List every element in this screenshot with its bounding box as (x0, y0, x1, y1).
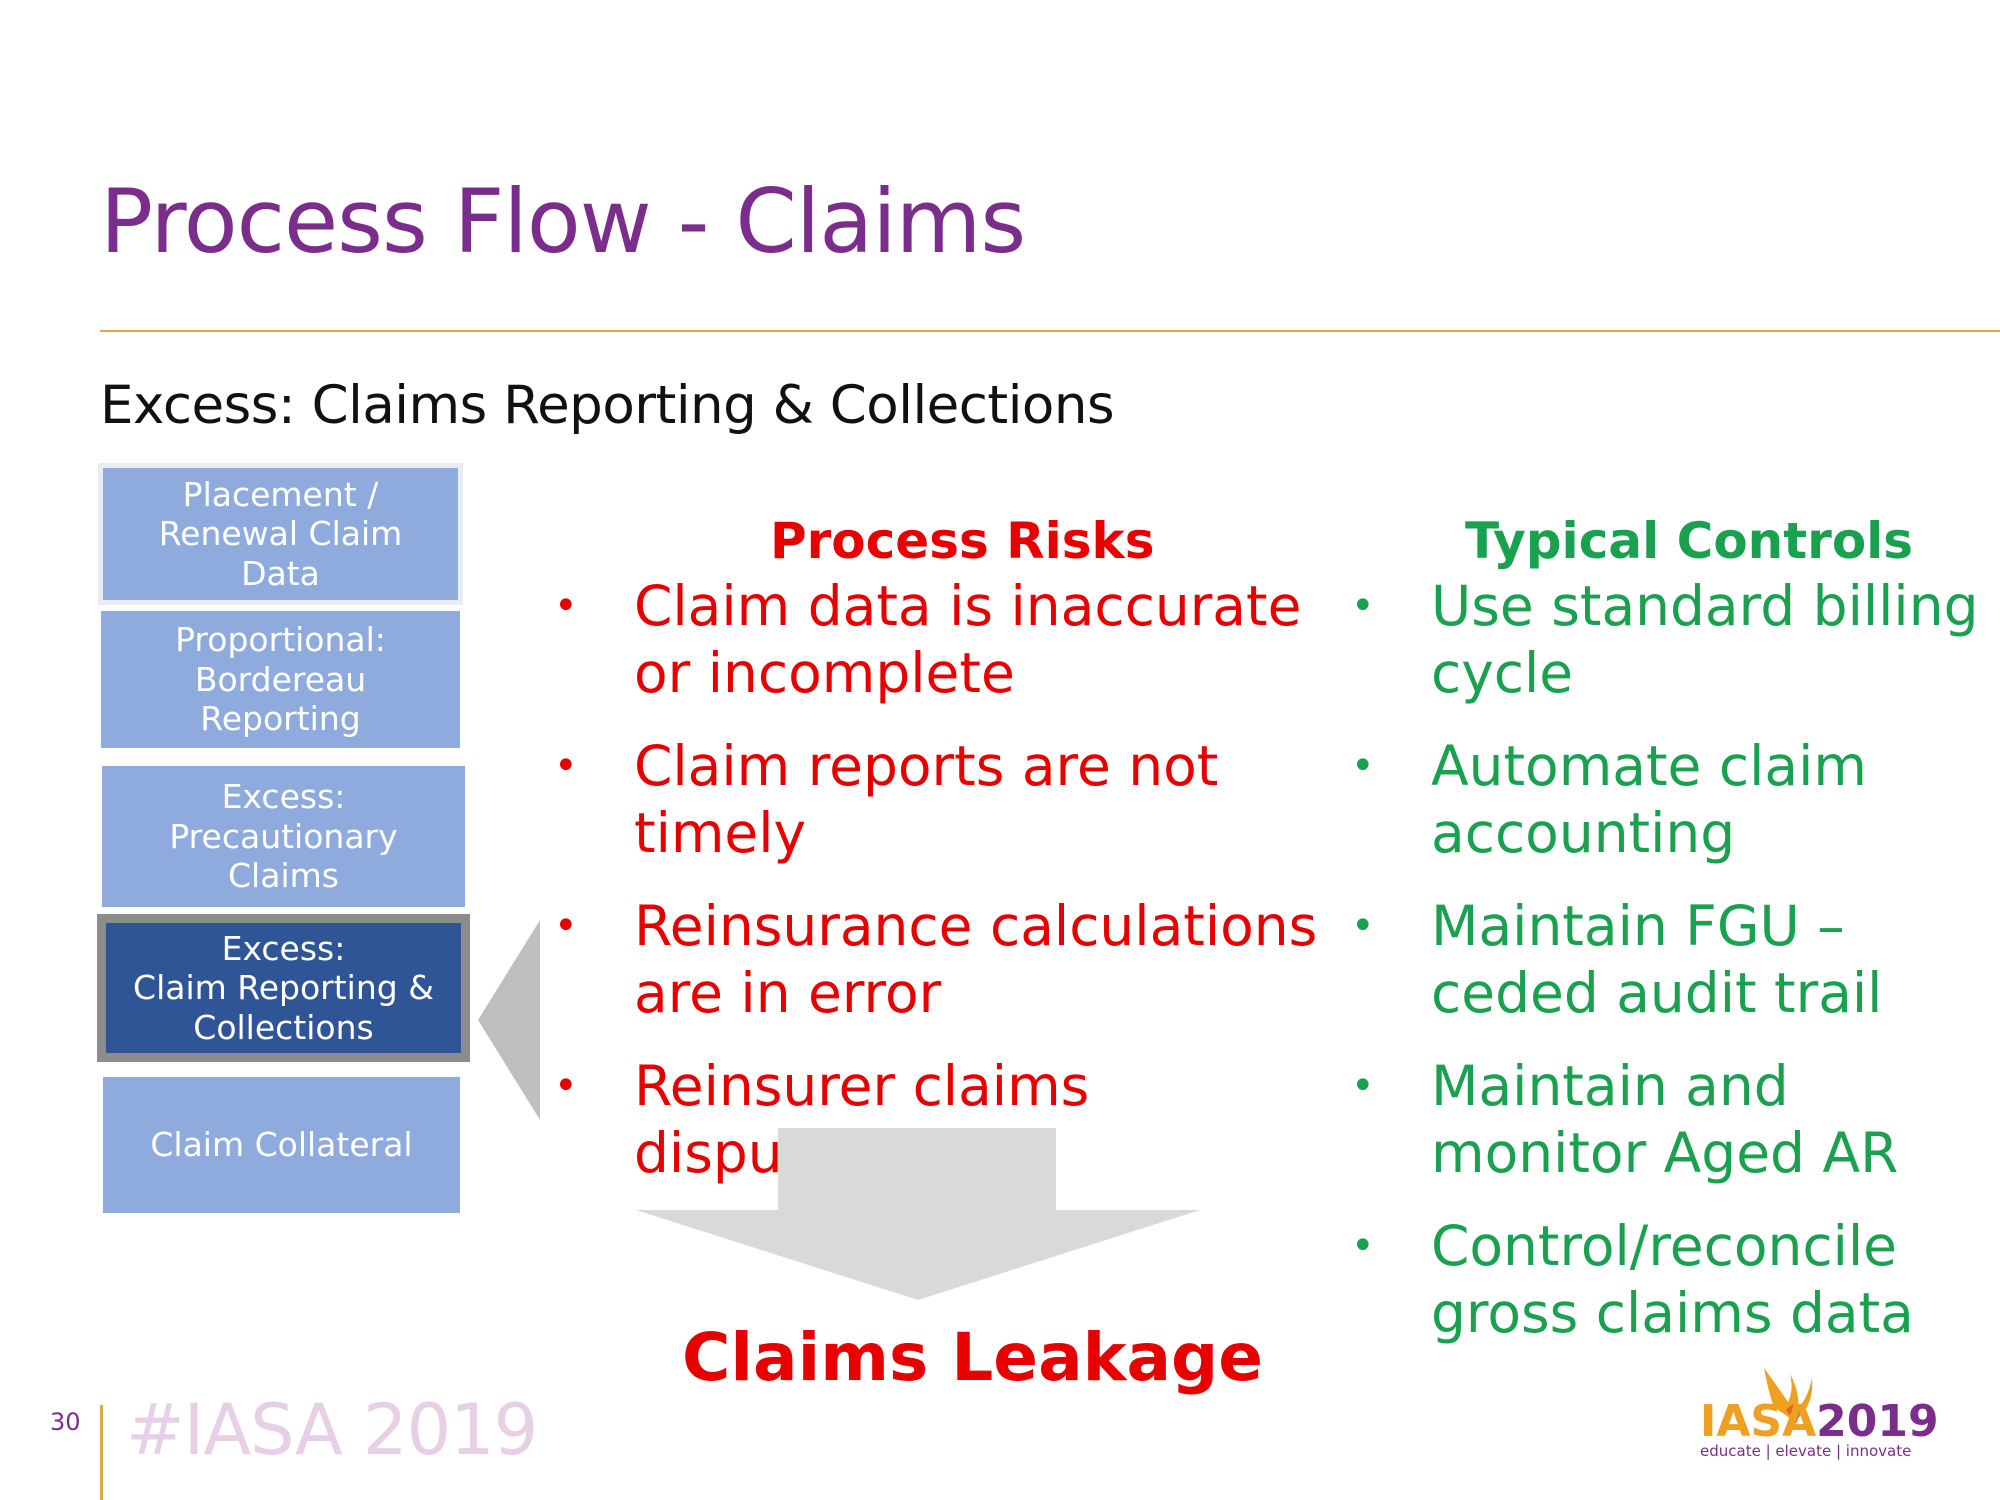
down-arrow-icon (636, 1128, 1200, 1300)
list-item: • Control/reconcile gross claims data (1351, 1213, 1991, 1347)
claims-leakage-label: Claims Leakage (682, 1319, 1264, 1396)
controls-list: • Use standard billing cycle • Automate … (1351, 573, 1991, 1373)
active-step-pointer-icon (478, 920, 540, 1120)
flow-step-placement: Placement / Renewal Claim Data (98, 463, 463, 605)
risk-text: Claim data is inaccurate or incomplete (634, 574, 1302, 705)
title-rule (100, 330, 2000, 332)
control-text: Maintain and monitor Aged AR (1431, 1054, 1899, 1185)
list-item: • Automate claim accounting (1351, 733, 1991, 867)
bullet-icon: • (554, 743, 578, 789)
bullet-icon: • (1351, 1063, 1375, 1109)
bullet-icon: • (554, 1063, 578, 1109)
risk-text: Reinsurance calculations are in error (634, 894, 1318, 1025)
list-item: • Claim data is inaccurate or incomplete (554, 573, 1334, 707)
footer-divider (100, 1405, 103, 1500)
list-item: • Claim reports are not timely (554, 733, 1334, 867)
list-item: • Use standard billing cycle (1351, 573, 1991, 707)
control-text: Use standard billing cycle (1431, 574, 1979, 705)
bullet-icon: • (1351, 583, 1375, 629)
flow-step-precautionary: Excess: Precautionary Claims (102, 766, 465, 907)
risk-text: Reinsurer claims disputes (634, 1054, 1090, 1185)
flow-step-claim-reporting-active: Excess: Claim Reporting & Collections (97, 914, 470, 1062)
flow-step-proportional: Proportional: Bordereau Reporting (101, 611, 460, 748)
control-text: Control/reconcile gross claims data (1431, 1214, 1914, 1345)
page-subtitle: Excess: Claims Reporting & Collections (100, 375, 1115, 436)
control-text: Maintain FGU – ceded audit trail (1431, 894, 1883, 1025)
control-text: Automate claim accounting (1431, 734, 1867, 865)
risks-list: • Claim data is inaccurate or incomplete… (554, 573, 1334, 1213)
footer-hashtag: #IASA 2019 (126, 1389, 538, 1471)
risks-header: Process Risks (770, 512, 1155, 570)
list-item: • Reinsurance calculations are in error (554, 893, 1334, 1027)
risk-text: Claim reports are not timely (634, 734, 1219, 865)
flow-step-claim-collateral: Claim Collateral (103, 1077, 460, 1213)
page-title: Process Flow - Claims (100, 170, 1026, 273)
logo-name-iasa: IASA (1700, 1396, 1817, 1447)
list-item: • Maintain FGU – ceded audit trail (1351, 893, 1991, 1027)
bullet-icon: • (1351, 743, 1375, 789)
bullet-icon: • (554, 903, 578, 949)
list-item: • Maintain and monitor Aged AR (1351, 1053, 1991, 1187)
bullet-icon: • (1351, 1223, 1375, 1269)
controls-header: Typical Controls (1465, 512, 1914, 570)
logo-name-year: 2019 (1816, 1396, 1939, 1447)
list-item: • Reinsurer claims disputes (554, 1053, 1334, 1187)
phoenix-icon (1764, 1368, 1813, 1424)
logo-tagline: educate | elevate | innovate (1700, 1442, 1912, 1460)
bullet-icon: • (554, 583, 578, 629)
page-number: 30 (50, 1408, 81, 1436)
logo-text: IASA2019 (1700, 1400, 1939, 1444)
bullet-icon: • (1351, 903, 1375, 949)
